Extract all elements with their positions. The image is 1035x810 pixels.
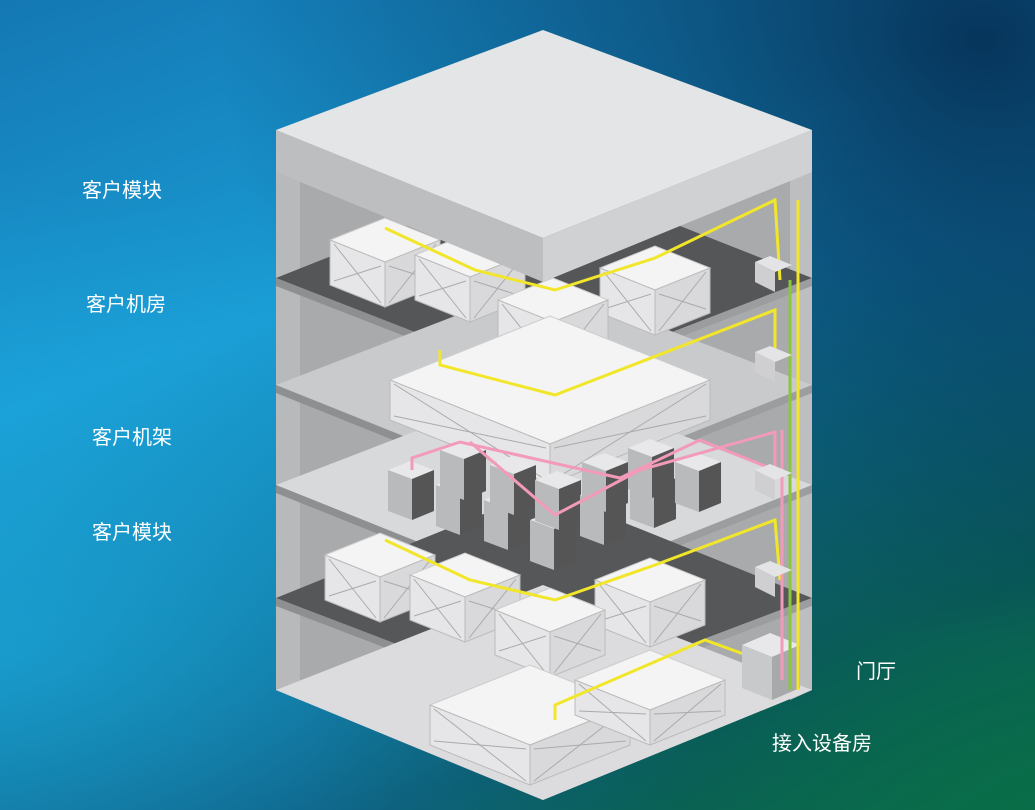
label-module-bottom: 客户模块 (92, 520, 172, 544)
rack-cabinet-side (490, 465, 514, 515)
cable-yellow (553, 638, 761, 720)
module-unit-grille (658, 271, 707, 332)
label-access-room: 接入设备房 (772, 731, 872, 755)
rack-cabinet-side (675, 462, 699, 512)
junction-box-top (755, 464, 792, 480)
roof-edge-left (276, 130, 543, 282)
rack-cabinet-top (535, 471, 581, 489)
label-room: 客户机房 (86, 292, 166, 316)
rack-cabinet-top (490, 456, 536, 474)
module-unit-grille (383, 558, 432, 619)
cable-yellow (384, 517, 782, 602)
module-unit-grille (603, 293, 652, 310)
rack-cabinet-side (628, 448, 652, 498)
right-wall (790, 130, 812, 700)
left-wall (276, 130, 300, 700)
roof-edge-right (543, 130, 812, 282)
junction-box-top (755, 256, 792, 272)
lobby-cabinet-top (742, 633, 800, 657)
lobby-cabinet (742, 645, 772, 700)
module-unit-grille (333, 265, 382, 282)
access-equipment-grille (433, 740, 527, 750)
access-equipment-grille (653, 683, 722, 742)
rack-cabinet-side (388, 470, 412, 520)
cable-yellow (438, 307, 777, 397)
room-container-grille (393, 415, 547, 449)
rack-cabinet-front (464, 450, 486, 500)
roof-top (276, 30, 812, 238)
rack-cabinet-front (699, 462, 721, 512)
module-unit-grille (653, 583, 702, 644)
junction-box-top (755, 346, 792, 362)
label-module-top: 客户模块 (82, 178, 162, 202)
cable-pink (469, 430, 777, 517)
rack-cabinet-top (582, 453, 628, 471)
rack-cabinet-front (606, 462, 628, 512)
junction-box (755, 262, 775, 292)
label-lobby: 门厅 (856, 659, 896, 683)
rack-cabinet-front (554, 520, 576, 570)
rack-cabinet-side (535, 480, 559, 530)
rack-cabinet-top (628, 439, 674, 457)
module-unit-grille (598, 605, 647, 622)
lobby-cabinet-side (772, 645, 800, 700)
module-unit-grille (418, 280, 467, 297)
module-unit-grille (413, 600, 462, 617)
label-rack: 客户机架 (92, 425, 172, 449)
module-unit-grille (553, 613, 602, 674)
junction-box (755, 470, 775, 500)
rack-cabinet-side (484, 500, 508, 550)
rack-cabinet-side (440, 450, 464, 500)
access-equipment-grille (578, 710, 647, 715)
rack-cabinet-front (559, 480, 581, 530)
cable-pink (410, 438, 776, 480)
junction-box-top (755, 561, 792, 577)
rack-cabinet-side (436, 485, 460, 535)
junction-box (755, 352, 775, 382)
junction-box (755, 567, 775, 597)
rack-cabinet-front (412, 470, 434, 520)
room-container-grille (553, 383, 707, 481)
module-unit-grille (498, 635, 547, 652)
module-unit-grille (328, 580, 377, 597)
rack-cabinet-side (530, 520, 554, 570)
cable-yellow (384, 197, 782, 292)
